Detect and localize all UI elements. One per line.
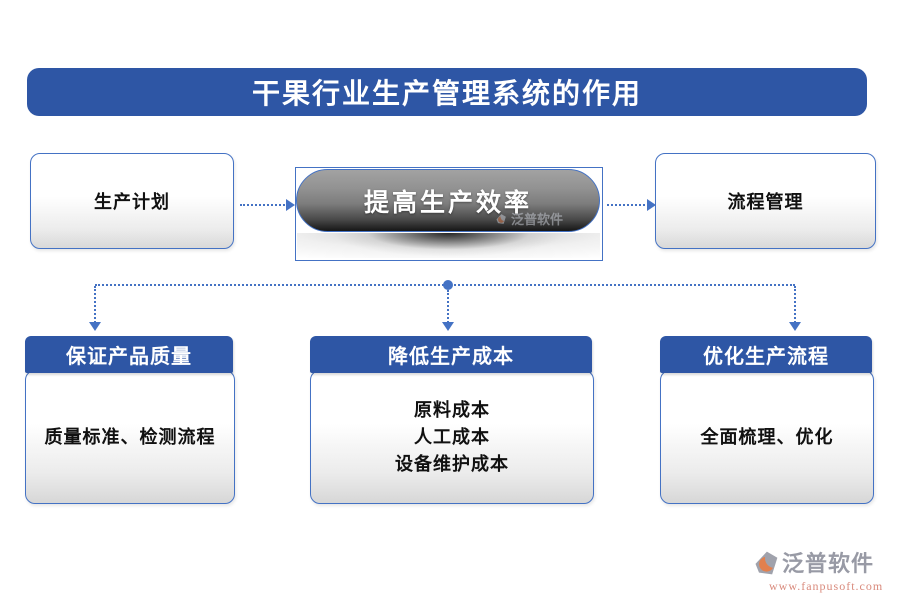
node-improve-efficiency: 提高生产效率 泛普软件 xyxy=(296,169,600,232)
arrowhead-right-icon xyxy=(286,199,295,211)
node-process-management: 流程管理 xyxy=(655,153,876,249)
card-quality-header: 保证产品质量 xyxy=(25,336,233,373)
brand-logo: 泛普软件 www.fanpusoft.com xyxy=(752,549,897,595)
connector-center-to-right xyxy=(607,204,649,206)
pill-watermark: 泛普软件 xyxy=(495,209,563,228)
pill-watermark-text: 泛普软件 xyxy=(510,212,563,227)
card-cost-line-2: 人工成本 xyxy=(414,426,490,447)
card-process-title: 优化生产流程 xyxy=(703,346,829,368)
card-cost-header: 降低生产成本 xyxy=(310,336,592,373)
card-process-line: 全面梳理、优化 xyxy=(700,426,834,447)
arrowhead-down-icon xyxy=(789,322,801,331)
arrowhead-down-icon xyxy=(89,322,101,331)
card-process-body: 全面梳理、优化 xyxy=(660,370,874,504)
card-quality-title: 保证产品质量 xyxy=(66,346,192,368)
fanpu-logo-icon xyxy=(496,213,506,224)
connector-drop-left xyxy=(94,286,96,323)
card-cost-title: 降低生产成本 xyxy=(388,346,514,368)
fanpu-logo-icon xyxy=(755,551,778,575)
connector-junction-dot xyxy=(443,280,453,290)
title-banner: 干果行业生产管理系统的作用 xyxy=(27,68,867,116)
card-process-header: 优化生产流程 xyxy=(660,336,872,373)
center-node-reflection xyxy=(297,233,600,258)
page-title: 干果行业生产管理系统的作用 xyxy=(251,79,642,110)
card-cost-line-3: 设备维护成本 xyxy=(395,453,509,474)
card-cost-body: 原料成本 人工成本 设备维护成本 xyxy=(310,370,594,504)
node-production-plan: 生产计划 xyxy=(30,153,234,249)
node-improve-efficiency-label: 提高生产效率 xyxy=(363,189,532,217)
connector-left-to-center xyxy=(240,204,288,206)
brand-url: www.fanpusoft.com xyxy=(769,579,884,593)
connector-drop-right xyxy=(794,286,796,323)
card-quality-line: 质量标准、检测流程 xyxy=(44,426,216,447)
arrowhead-down-icon xyxy=(442,322,454,331)
connector-drop-center xyxy=(447,290,449,323)
node-process-management-label: 流程管理 xyxy=(727,192,804,212)
card-quality-body: 质量标准、检测流程 xyxy=(25,370,235,504)
brand-row: 泛普软件 xyxy=(752,549,897,577)
brand-name: 泛普软件 xyxy=(782,551,875,576)
node-production-plan-label: 生产计划 xyxy=(94,192,170,212)
card-cost-line-1: 原料成本 xyxy=(414,399,490,420)
arrowhead-right-icon xyxy=(647,199,656,211)
